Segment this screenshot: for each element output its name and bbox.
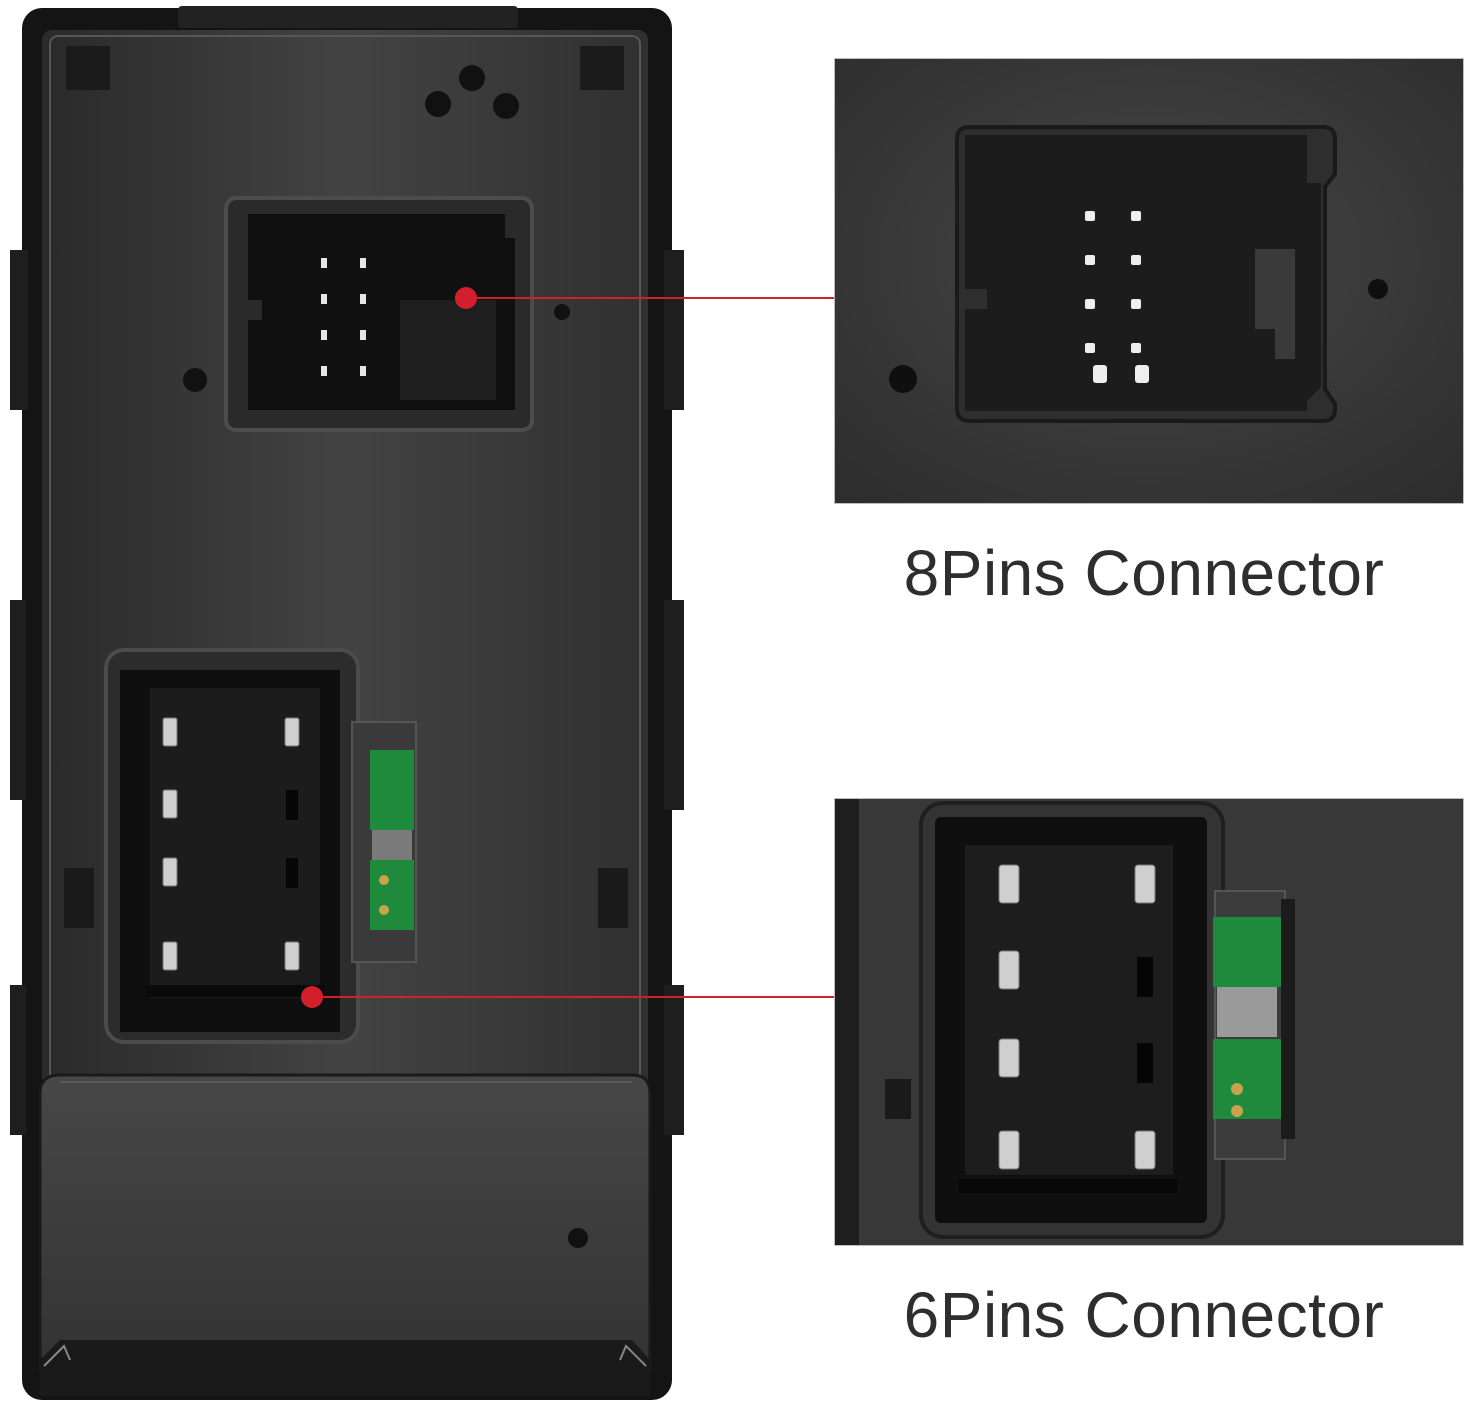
six-pin-connector (104, 648, 360, 1044)
switch-body-illustration (10, 6, 684, 1400)
six-pin-connector-label: 6Pins Connector (903, 1279, 1385, 1351)
six-pin-closeup-image (834, 798, 1464, 1246)
eight-pin-closeup-image (834, 58, 1464, 504)
eight-pin-closeup-illustration (835, 59, 1463, 503)
switch-product-photo (0, 0, 700, 1404)
eight-pin-connector (224, 196, 534, 432)
eight-pin-connector-label: 8Pins Connector (903, 537, 1385, 609)
pcb-edge (351, 721, 417, 963)
six-pin-closeup-illustration (835, 799, 1463, 1245)
